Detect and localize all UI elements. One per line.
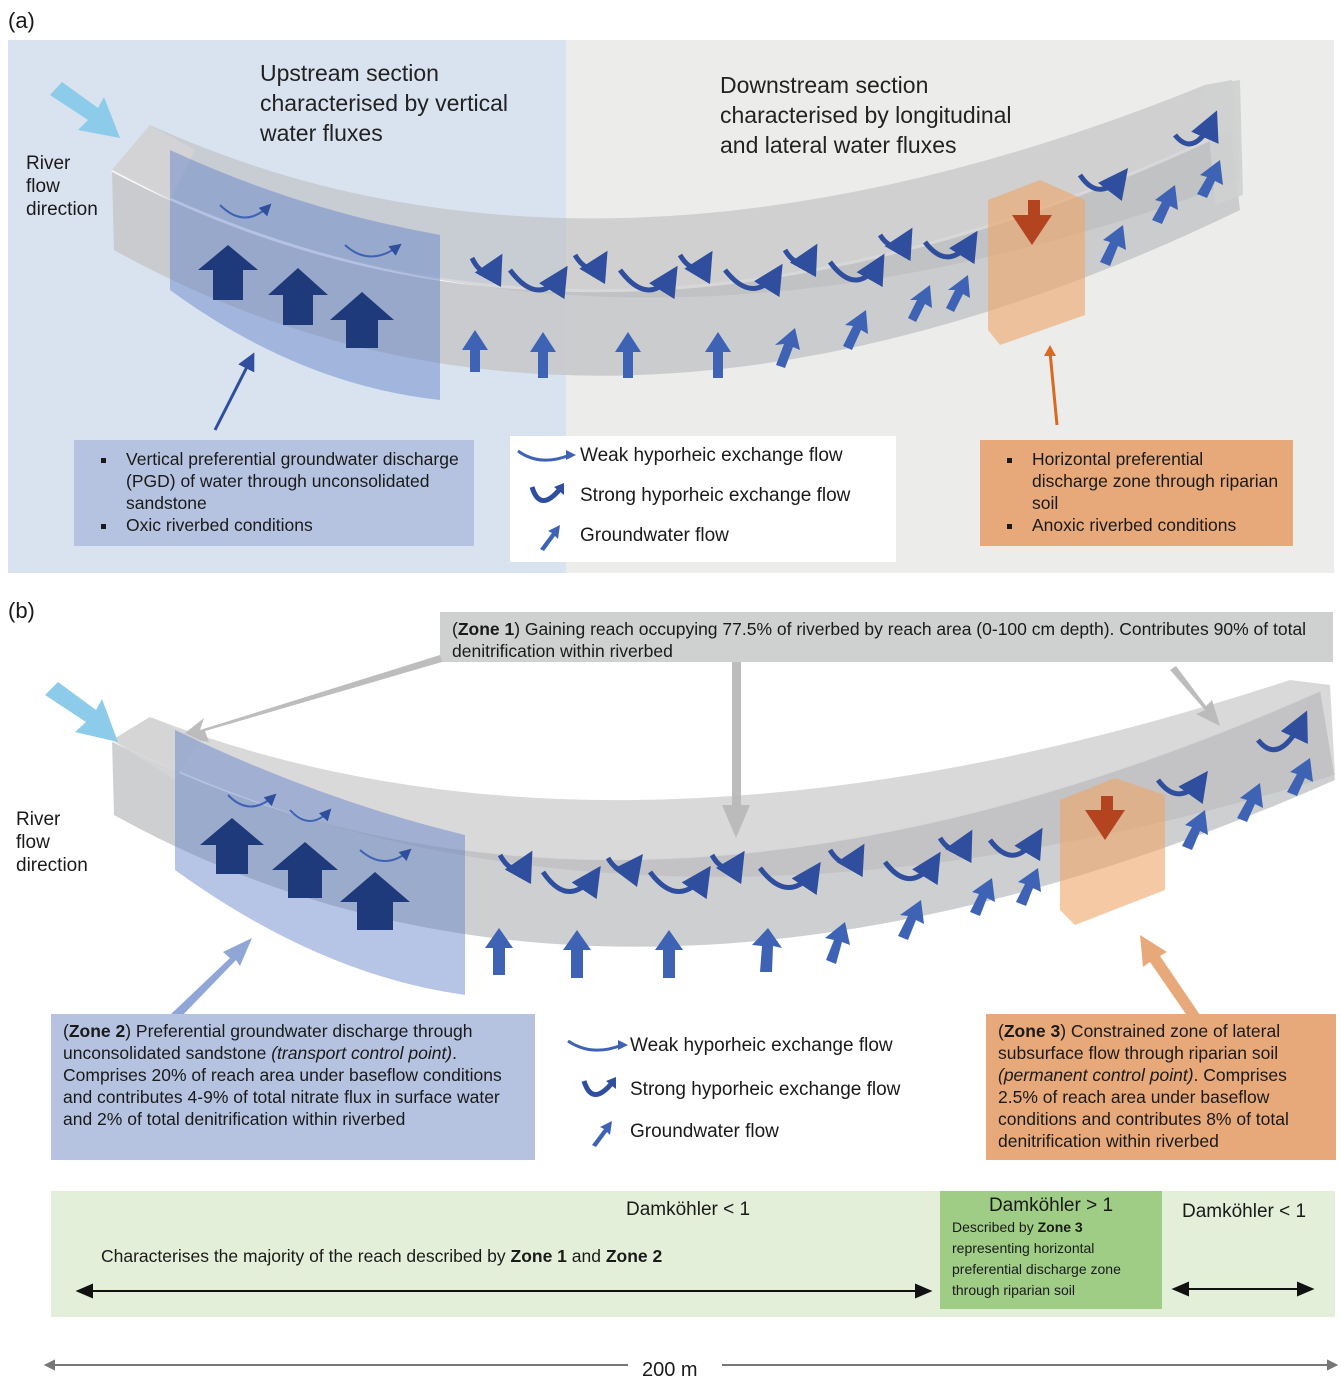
groundwater-arrow-icon (540, 525, 560, 551)
legend-weak-a: Weak hyporheic exchange flow (510, 436, 896, 476)
inflow-arrow-a (50, 82, 120, 138)
legend-groundwater-a: Groundwater flow (510, 516, 896, 556)
scale-bar (43, 1359, 1339, 1371)
riparian-box-a: Horizontal preferential discharge zone t… (980, 440, 1293, 546)
river-channel-a (50, 80, 1243, 431)
inflow-arrow-b (45, 682, 118, 742)
groundwater-arrow-icon (592, 1121, 612, 1147)
zone1-box: (Zone 1) Gaining reach occupying 77.5% o… (440, 612, 1333, 662)
damkohler-high-title: Damköhler > 1 (988, 1195, 1114, 1216)
pgd-arrows-a (198, 245, 394, 348)
strong-flow-icon (581, 1077, 616, 1097)
legend-weak-b: Weak hyporheic exchange flow (560, 1026, 960, 1066)
zone2-box: (Zone 2) Preferential groundwater discha… (51, 1014, 535, 1160)
pgd-box-a: Vertical preferential groundwater discha… (74, 440, 474, 546)
panel-b-label: (b) (8, 598, 35, 623)
legend-b: Weak hyporheic exchange flow Strong hypo… (560, 1026, 960, 1156)
damkohler-high-box: Damköhler > 1 Described by Zone 3 repres… (940, 1191, 1162, 1309)
legend-strong-a: Strong hyporheic exchange flow (510, 476, 896, 516)
scale-label: 200 m (642, 1359, 698, 1381)
damkohler-low-title-right: Damköhler < 1 (1182, 1201, 1307, 1222)
weak-flow-icon (517, 449, 576, 462)
strong-flow-icon (529, 483, 564, 503)
damkohler-low-title-left: Damköhler < 1 (626, 1199, 751, 1220)
damkohler-high-desc: Described by Zone 3 representing horizon… (952, 1219, 1121, 1298)
river-channel-b (45, 655, 1335, 1020)
range-arrows (43, 1281, 1339, 1371)
legend-strong-b: Strong hyporheic exchange flow (560, 1070, 960, 1110)
panel-a-label: (a) (8, 8, 35, 33)
zone3-box: (Zone 3) Constrained zone of lateral sub… (986, 1014, 1336, 1160)
legend-a: Weak hyporheic exchange flow Strong hypo… (510, 436, 896, 562)
damkohler-low-desc: Characterises the majority of the reach … (101, 1246, 663, 1266)
legend-groundwater-b: Groundwater flow (560, 1112, 960, 1152)
weak-flow-icon (567, 1039, 628, 1052)
